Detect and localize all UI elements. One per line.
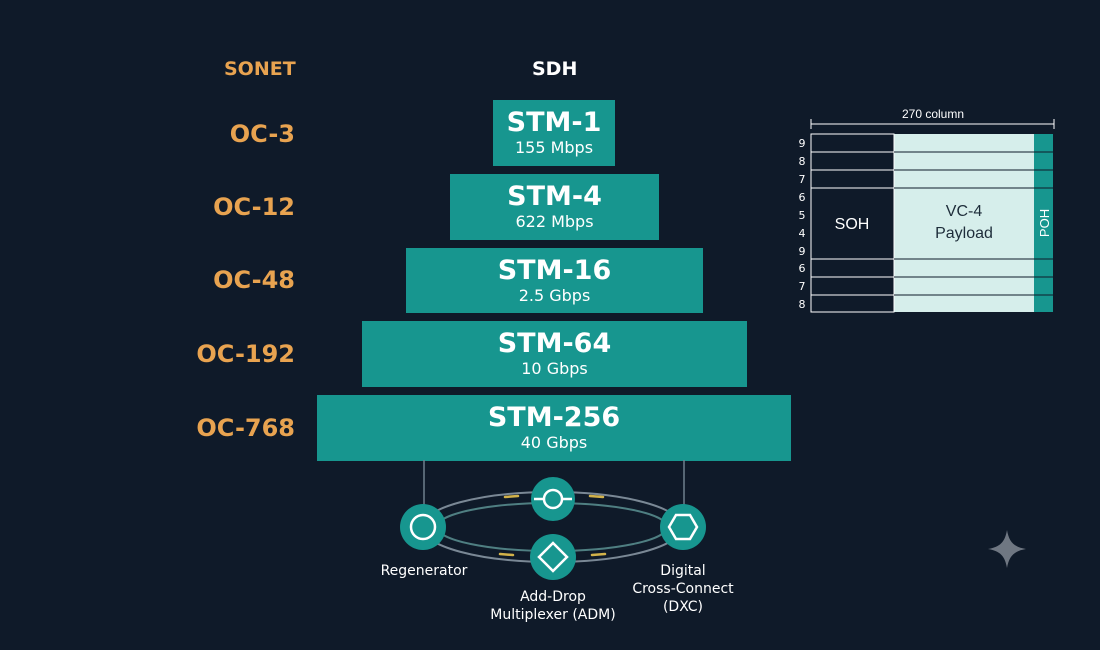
row-number: 6 (799, 191, 806, 204)
diamond-icon (537, 541, 569, 573)
dxc-label: Digital Cross-Connect (DXC) (632, 563, 734, 615)
column-count-label: 270 column (902, 107, 964, 121)
stm-block: STM-64 10 Gbps (362, 321, 747, 387)
stm-rate: 155 Mbps (514, 138, 594, 157)
sparkle-icon (988, 530, 1026, 568)
stm-block: STM-256 40 Gbps (317, 395, 791, 461)
stm-block: STM-16 2.5 Gbps (406, 248, 703, 313)
adm-label: Add-Drop Multiplexer (ADM) (490, 589, 616, 623)
row-number: 8 (799, 155, 806, 168)
payload-label: VC-4 (946, 203, 983, 220)
stm-name: STM-16 (497, 255, 612, 286)
stm-name: STM-256 (487, 402, 621, 433)
oc-label: OC-48 (213, 266, 295, 294)
stm-rate: 10 Gbps (521, 359, 588, 378)
row-number: 7 (799, 280, 806, 293)
oc-label: OC-768 (196, 414, 295, 442)
oc-label: OC-192 (196, 340, 295, 368)
stm-name: STM-4 (507, 181, 602, 212)
adm-node (530, 534, 576, 580)
stm-block: STM-1 155 Mbps (493, 100, 615, 166)
soh-label: SOH (835, 216, 870, 233)
regenerator-node (400, 504, 446, 550)
hexagon-icon (667, 513, 699, 541)
row-number: 7 (799, 173, 806, 186)
row-number: 4 (799, 227, 806, 240)
circle-icon (409, 513, 437, 541)
row-number: 9 (799, 245, 806, 258)
dxc-node (660, 504, 706, 550)
oc-label: OC-12 (213, 193, 295, 221)
stm1-frame-diagram: 270 column 9 8 7 6 5 4 6 7 8 9 SOH VC-4 … (799, 107, 1055, 313)
poh-label: POH (1037, 209, 1052, 237)
network-ring-diagram (400, 460, 706, 580)
row-number: 5 (799, 209, 806, 222)
stm-rate: 40 Gbps (520, 433, 588, 452)
stm-block: STM-4 622 Mbps (450, 174, 659, 240)
connector-node (531, 477, 575, 521)
stm-rate: 622 Mbps (515, 212, 594, 231)
row-number: 8 (799, 298, 806, 311)
sdh-header: SDH (532, 58, 578, 80)
payload-label: Payload (935, 225, 993, 242)
stm-name: STM-64 (497, 328, 612, 359)
row-number: 9 (799, 137, 806, 150)
regenerator-label: Regenerator (380, 563, 468, 579)
stm-name: STM-1 (506, 107, 602, 138)
sonet-header: SONET (224, 58, 296, 80)
oc-label: OC-3 (229, 120, 295, 148)
stm-rate: 2.5 Gbps (518, 286, 591, 305)
row-number: 6 (799, 262, 806, 275)
